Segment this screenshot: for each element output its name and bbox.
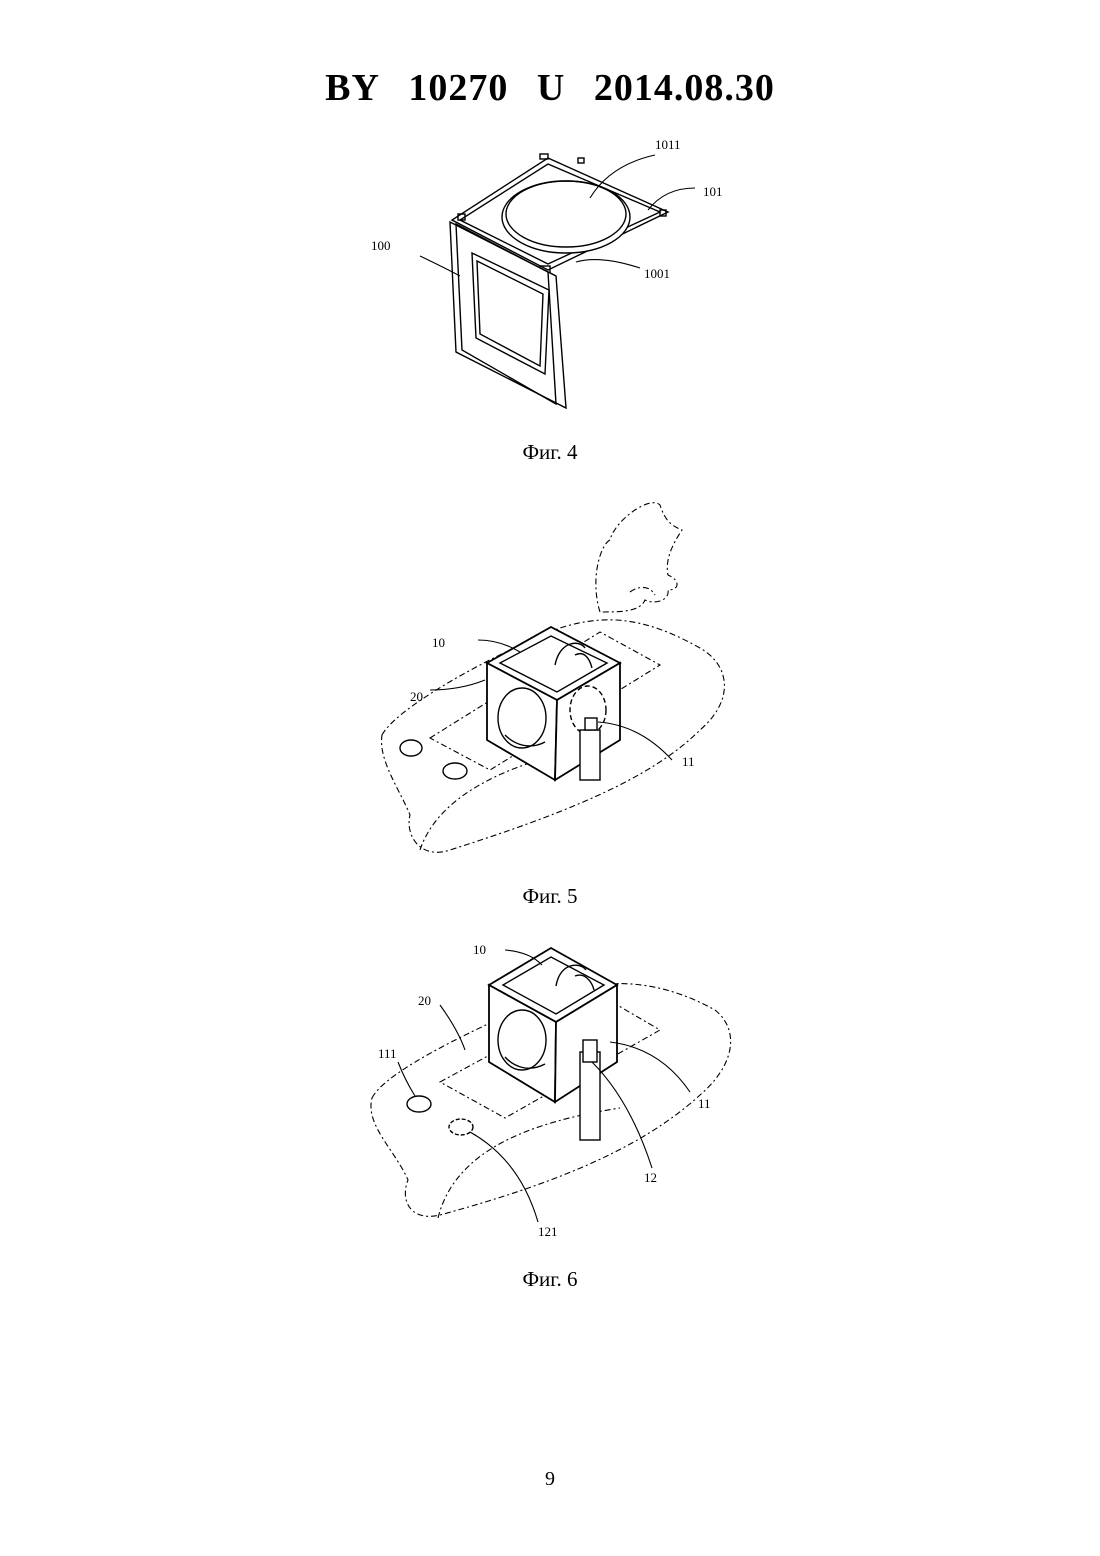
figure-6-label-121: 121 bbox=[538, 1224, 558, 1239]
figure-6-label-111: 111 bbox=[378, 1046, 397, 1061]
figure-6-label-11: 11 bbox=[698, 1096, 711, 1111]
figure-6-label-10: 10 bbox=[473, 942, 486, 957]
page-number: 9 bbox=[0, 1468, 1100, 1491]
figure-6-drawing: 10 20 111 11 12 121 bbox=[0, 0, 1100, 1270]
figure-6-caption: Фиг. 6 bbox=[0, 1267, 1100, 1292]
figure-6-label-12: 12 bbox=[644, 1170, 657, 1185]
figure-6-label-20: 20 bbox=[418, 993, 431, 1008]
